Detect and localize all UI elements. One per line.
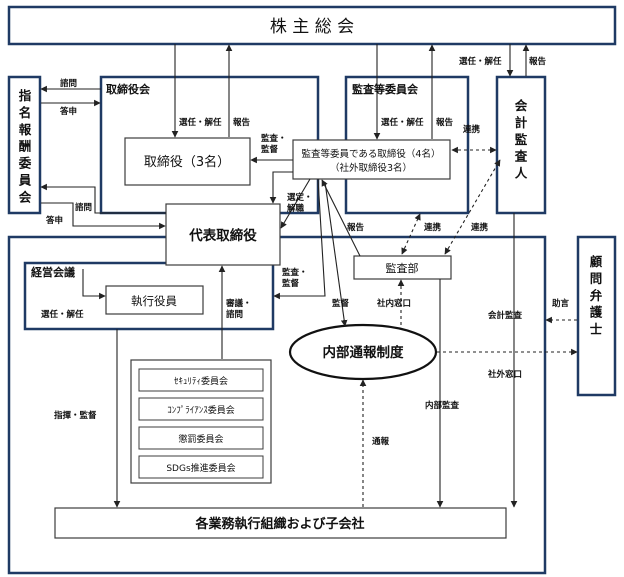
arrow-audit-supervise-whistleblowing (324, 181, 348, 327)
label-report-audit: 報告 (436, 117, 454, 128)
arrow-report-back-to-rep (41, 202, 166, 230)
accounting-auditor-box (495, 75, 547, 215)
nomination-committee-box (7, 75, 42, 215)
arrow-rep-inquiry-to-nomination (40, 183, 166, 214)
label-audit-supervise-board: 監査・監督 (261, 133, 287, 155)
label-report-board: 報告 (233, 117, 251, 128)
audit-department-label: 監査部 (386, 261, 419, 275)
label-appoint-management: 選任・解任 (41, 309, 84, 320)
committee-disciplinary-label: 懲罰委員会 (178, 433, 223, 445)
representative-director-box (165, 203, 281, 266)
directors-label: 取締役（3名） (144, 154, 230, 170)
label-internal-window: 社内窓口 (376, 298, 411, 309)
lawyer-label: 顧問弁護士 (590, 254, 603, 337)
executive-officers-label: 執行役員 (131, 294, 177, 308)
audit-member-line2: （社外取締役3名） (330, 162, 412, 174)
audit-member-line1: 監査等委員である取締役（4名） (302, 148, 441, 160)
whistleblowing-ellipse (288, 323, 438, 381)
representative-director-label: 代表取締役 (188, 227, 257, 244)
arrow-select-dismiss-rep (269, 171, 293, 204)
operations-box (54, 507, 507, 539)
label-appoint-audit: 選任・解任 (381, 117, 424, 128)
label-cooperation-auditor: 連携 (463, 124, 481, 135)
label-audit-supervise-whistle: 監督 (332, 298, 350, 309)
accounting-auditor-label: 会計監査人 (514, 98, 528, 181)
shareholders-label: 株 主 総 会 (270, 17, 354, 37)
audit-committee-group-label: 監査等委員会 (352, 82, 419, 96)
committee-compliance-label: ｺﾝﾌﾟﾗｲｱﾝｽ委員会 (167, 404, 235, 416)
label-appoint-auditor: 選任・解任 (459, 56, 502, 67)
label-external-window: 社外窓口 (487, 369, 522, 380)
arrow-cooperation-dept-committee (401, 213, 421, 255)
label-cooperation-dept-right: 連携 (471, 222, 489, 233)
shareholders-box (7, 5, 617, 46)
label-report-back-bottom: 答申 (45, 215, 63, 226)
whistleblowing-label: 内部通報制度 (323, 344, 404, 361)
lawyer-box (576, 235, 617, 397)
label-appoint-board: 選任・解任 (179, 117, 222, 128)
label-audit-supervise-management: 監査・監督 (282, 267, 308, 289)
arrow-audit-member-to-management (273, 178, 326, 300)
committee-security-label: ｾｷｭﾘﾃｨ委員会 (174, 375, 228, 387)
label-deliberation: 審議・諮問 (225, 298, 252, 320)
label-internal-audit: 内部監査 (425, 400, 460, 411)
label-notification: 通報 (372, 436, 390, 447)
label-report-audit-dept: 報告 (347, 222, 365, 233)
operations-label: 各業務執行組織および子会社 (194, 516, 364, 532)
audit-member-directors-box (292, 139, 451, 180)
management-meeting-label: 経営会議 (31, 265, 75, 279)
committee-sdgs-box (138, 455, 264, 479)
nomination-committee-label: 指名報酬委員会 (18, 88, 32, 204)
audit-department-box (353, 255, 452, 280)
label-inquiry-top: 諮問 (60, 78, 77, 89)
committee-sdgs-label: SDGs推進委員会 (166, 462, 235, 474)
committee-security-box (138, 368, 264, 392)
committee-disciplinary-box (138, 426, 264, 450)
arrow-cooperation-dept-auditor (444, 159, 501, 255)
label-advice: 助言 (552, 298, 570, 309)
label-instruction-supervision: 指揮・監督 (54, 410, 97, 421)
arrow-audit-dept-report (321, 179, 361, 257)
executive-officers-box (105, 285, 204, 315)
label-report-back-top: 答申 (59, 106, 77, 117)
label-report-auditor: 報告 (529, 56, 547, 67)
directors-box (124, 137, 251, 186)
arrow-management-to-officers (82, 269, 106, 300)
committee-compliance-box (138, 397, 264, 421)
label-select-dismiss: 選定・解職 (287, 192, 313, 214)
label-cooperation-dept-left: 連携 (424, 222, 442, 233)
board-group-label: 取締役会 (106, 82, 151, 96)
arrow-audit-member-supervise-rep (280, 178, 311, 229)
label-accounting-audit: 会計監査 (487, 310, 523, 321)
label-inquiry-bottom: 諮問 (75, 202, 92, 213)
